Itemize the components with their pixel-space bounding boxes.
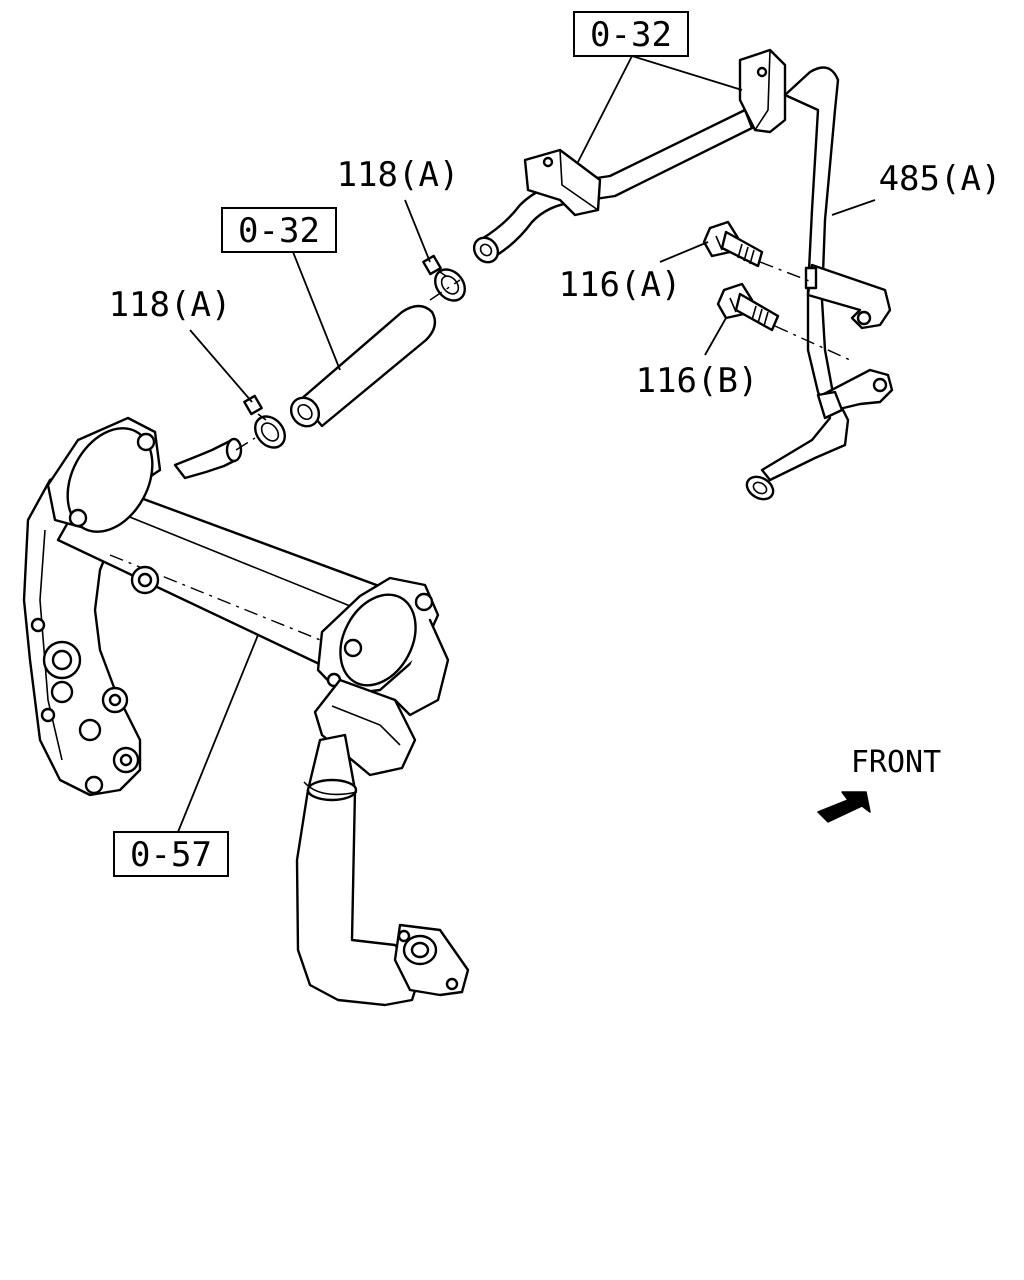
front-label: FRONT xyxy=(851,745,941,780)
bolt-a-label: 116(A) xyxy=(559,265,682,305)
upper-water-pipe xyxy=(472,48,787,264)
lower-bent-hose xyxy=(295,733,470,1007)
ref-mid-text: 0-32 xyxy=(238,211,320,251)
water-pipe-485a xyxy=(745,66,894,501)
ref-top-text: 0-32 xyxy=(590,15,672,55)
label-ref-bottom: 0-57 xyxy=(113,831,229,877)
label-ref-top: 0-32 xyxy=(573,11,689,57)
clamp-upper-label: 118(A) xyxy=(337,155,460,195)
front-arrow-icon xyxy=(817,791,871,823)
clamp-lower-label: 118(A) xyxy=(109,285,232,325)
clamp-upper xyxy=(422,254,466,302)
ref-bottom-text: 0-57 xyxy=(130,835,212,875)
bolt-116a xyxy=(702,220,764,268)
clamp-lower xyxy=(243,394,286,449)
label-ref-mid: 0-32 xyxy=(221,207,337,253)
pipe-label: 485(A) xyxy=(879,159,1002,199)
rubber-hose xyxy=(289,304,437,428)
bolt-116b xyxy=(716,282,780,332)
bolt-b-label: 116(B) xyxy=(636,361,759,401)
egr-cooler xyxy=(22,416,450,797)
leader-lines xyxy=(177,55,876,833)
